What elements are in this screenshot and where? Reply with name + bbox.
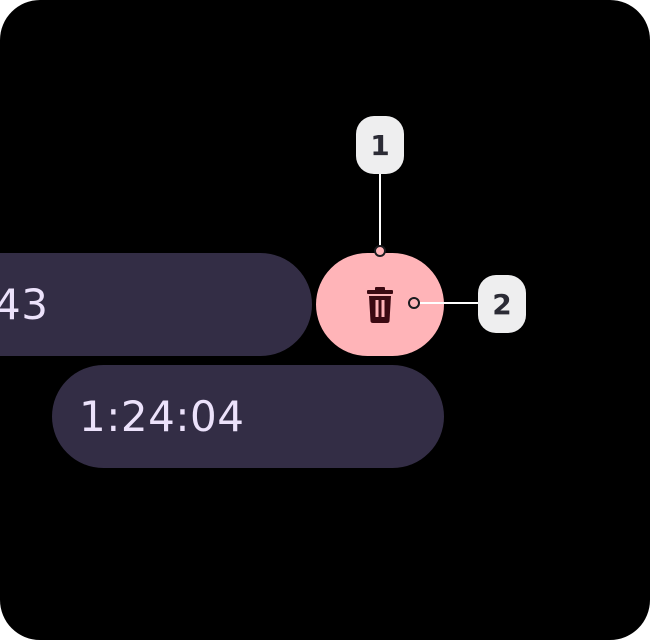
trash-icon [367,286,393,323]
callout-line-1 [379,172,381,248]
callout-badge-1: 1 [356,116,404,174]
callout-line-2 [420,302,482,304]
callout-anchor-1 [374,245,386,257]
timer-row[interactable]: 1:24:04 [52,365,444,468]
callout-badge-2: 2 [478,275,526,333]
delete-button[interactable] [316,253,444,356]
timer-time: 43 [0,280,49,329]
callout-anchor-2 [408,297,420,309]
timer-row-swiped[interactable]: 43 [0,253,312,356]
timer-time: 1:24:04 [79,392,245,441]
